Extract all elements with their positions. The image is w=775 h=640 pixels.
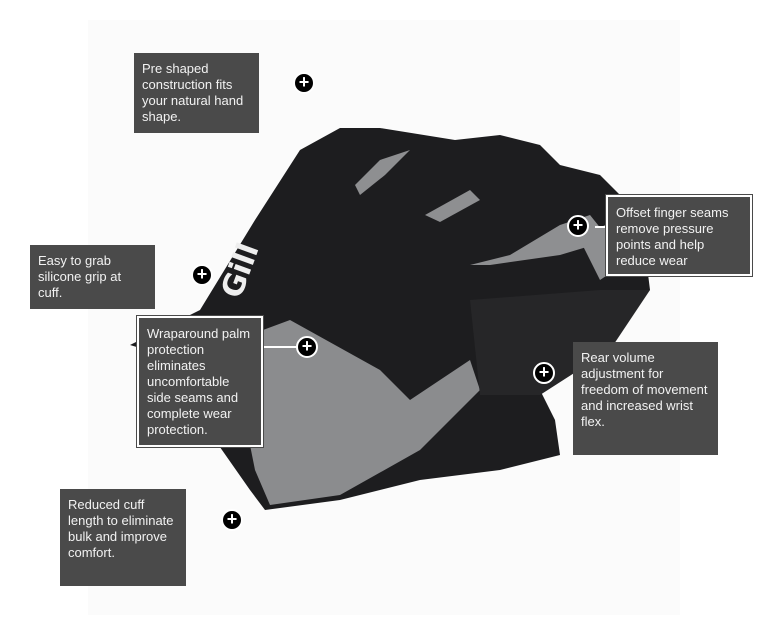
callout-reduced-cuff: Reduced cuff length to eliminate bulk an… — [60, 489, 186, 586]
callout-silicone-grip: Easy to grab silicone grip at cuff. — [30, 245, 155, 309]
callout-wraparound-palm: Wraparound palm protection eliminates un… — [136, 315, 264, 448]
hotspot-wraparound-palm-plus-icon[interactable]: + — [296, 336, 318, 358]
connector-line — [262, 346, 302, 348]
callout-pre-shaped: Pre shaped construction fits your natura… — [134, 53, 259, 133]
hotspot-reduced-cuff-plus-icon[interactable]: + — [221, 509, 243, 531]
hotspot-offset-seams-plus-icon[interactable]: + — [567, 215, 589, 237]
callout-rear-volume: Rear volume adjustment for freedom of mo… — [573, 342, 718, 455]
callout-offset-seams: Offset finger seams remove pressure poin… — [605, 194, 753, 277]
connector-line — [595, 226, 612, 228]
hotspot-pre-shaped-plus-icon[interactable]: + — [293, 72, 315, 94]
hotspot-rear-volume-plus-icon[interactable]: + — [533, 362, 555, 384]
hotspot-silicone-grip-plus-icon[interactable]: + — [191, 264, 213, 286]
